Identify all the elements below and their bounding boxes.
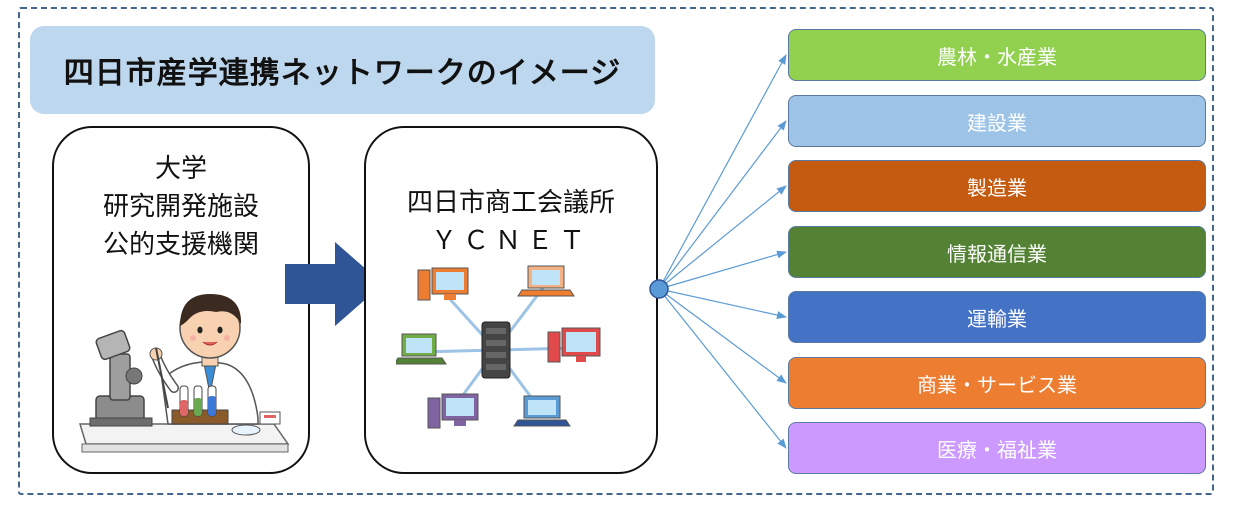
university-panel-text: 大学 研究開発施設 公的支援機関 — [54, 150, 308, 264]
dashed-frame — [18, 7, 1214, 495]
panel-line-university: 大学 — [154, 154, 207, 184]
connector-arrow-5 — [658, 288, 787, 319]
industry-label: 情報通信業 — [947, 241, 1047, 266]
industry-box-4: 情報通信業 — [788, 226, 1206, 278]
industry-label: 医療・福祉業 — [937, 437, 1057, 462]
industry-box-7: 医療・福祉業 — [788, 422, 1206, 474]
ycnet-panel-text: 四日市商工会議所 ＹＣＮＥＴ — [366, 184, 656, 260]
big-right-arrow — [285, 242, 383, 326]
panel-line-research: 研究開発施設 — [102, 192, 259, 222]
connector-arrow-4 — [658, 250, 787, 290]
industry-label: 運輸業 — [967, 306, 1027, 331]
connector-arrow-3 — [658, 185, 787, 290]
connector-arrow-2 — [658, 120, 787, 290]
panel-line-public-support: 公的支援機関 — [102, 230, 259, 260]
diagram-title: 四日市産学連携ネットワークのイメージ — [30, 26, 655, 114]
scientist-microscope-illustration — [78, 294, 290, 453]
title-text: 四日市産学連携ネットワークのイメージ — [63, 56, 622, 91]
computer-network-illustration — [396, 265, 601, 429]
industry-box-6: 商業・サービス業 — [788, 357, 1206, 409]
university-panel: 大学 研究開発施設 公的支援機関 — [52, 126, 310, 474]
ycnet-label: ＹＣＮＥＴ — [430, 226, 591, 256]
industry-box-5: 運輸業 — [788, 291, 1206, 343]
industry-label: 製造業 — [967, 175, 1027, 200]
connector-hub — [649, 279, 669, 299]
industry-box-2: 建設業 — [788, 95, 1206, 147]
industry-label: 商業・サービス業 — [917, 372, 1077, 397]
industry-box-3: 製造業 — [788, 160, 1206, 212]
chamber-name: 四日市商工会議所 — [406, 188, 615, 218]
ycnet-panel: 四日市商工会議所 ＹＣＮＥＴ — [364, 126, 658, 474]
industry-box-1: 農林・水産業 — [788, 29, 1206, 81]
connector-arrow-7 — [658, 288, 787, 449]
connector-arrow-6 — [658, 288, 787, 384]
connector-arrow-1 — [658, 54, 787, 290]
industry-label: 農林・水産業 — [937, 44, 1057, 69]
industry-label: 建設業 — [967, 110, 1027, 135]
